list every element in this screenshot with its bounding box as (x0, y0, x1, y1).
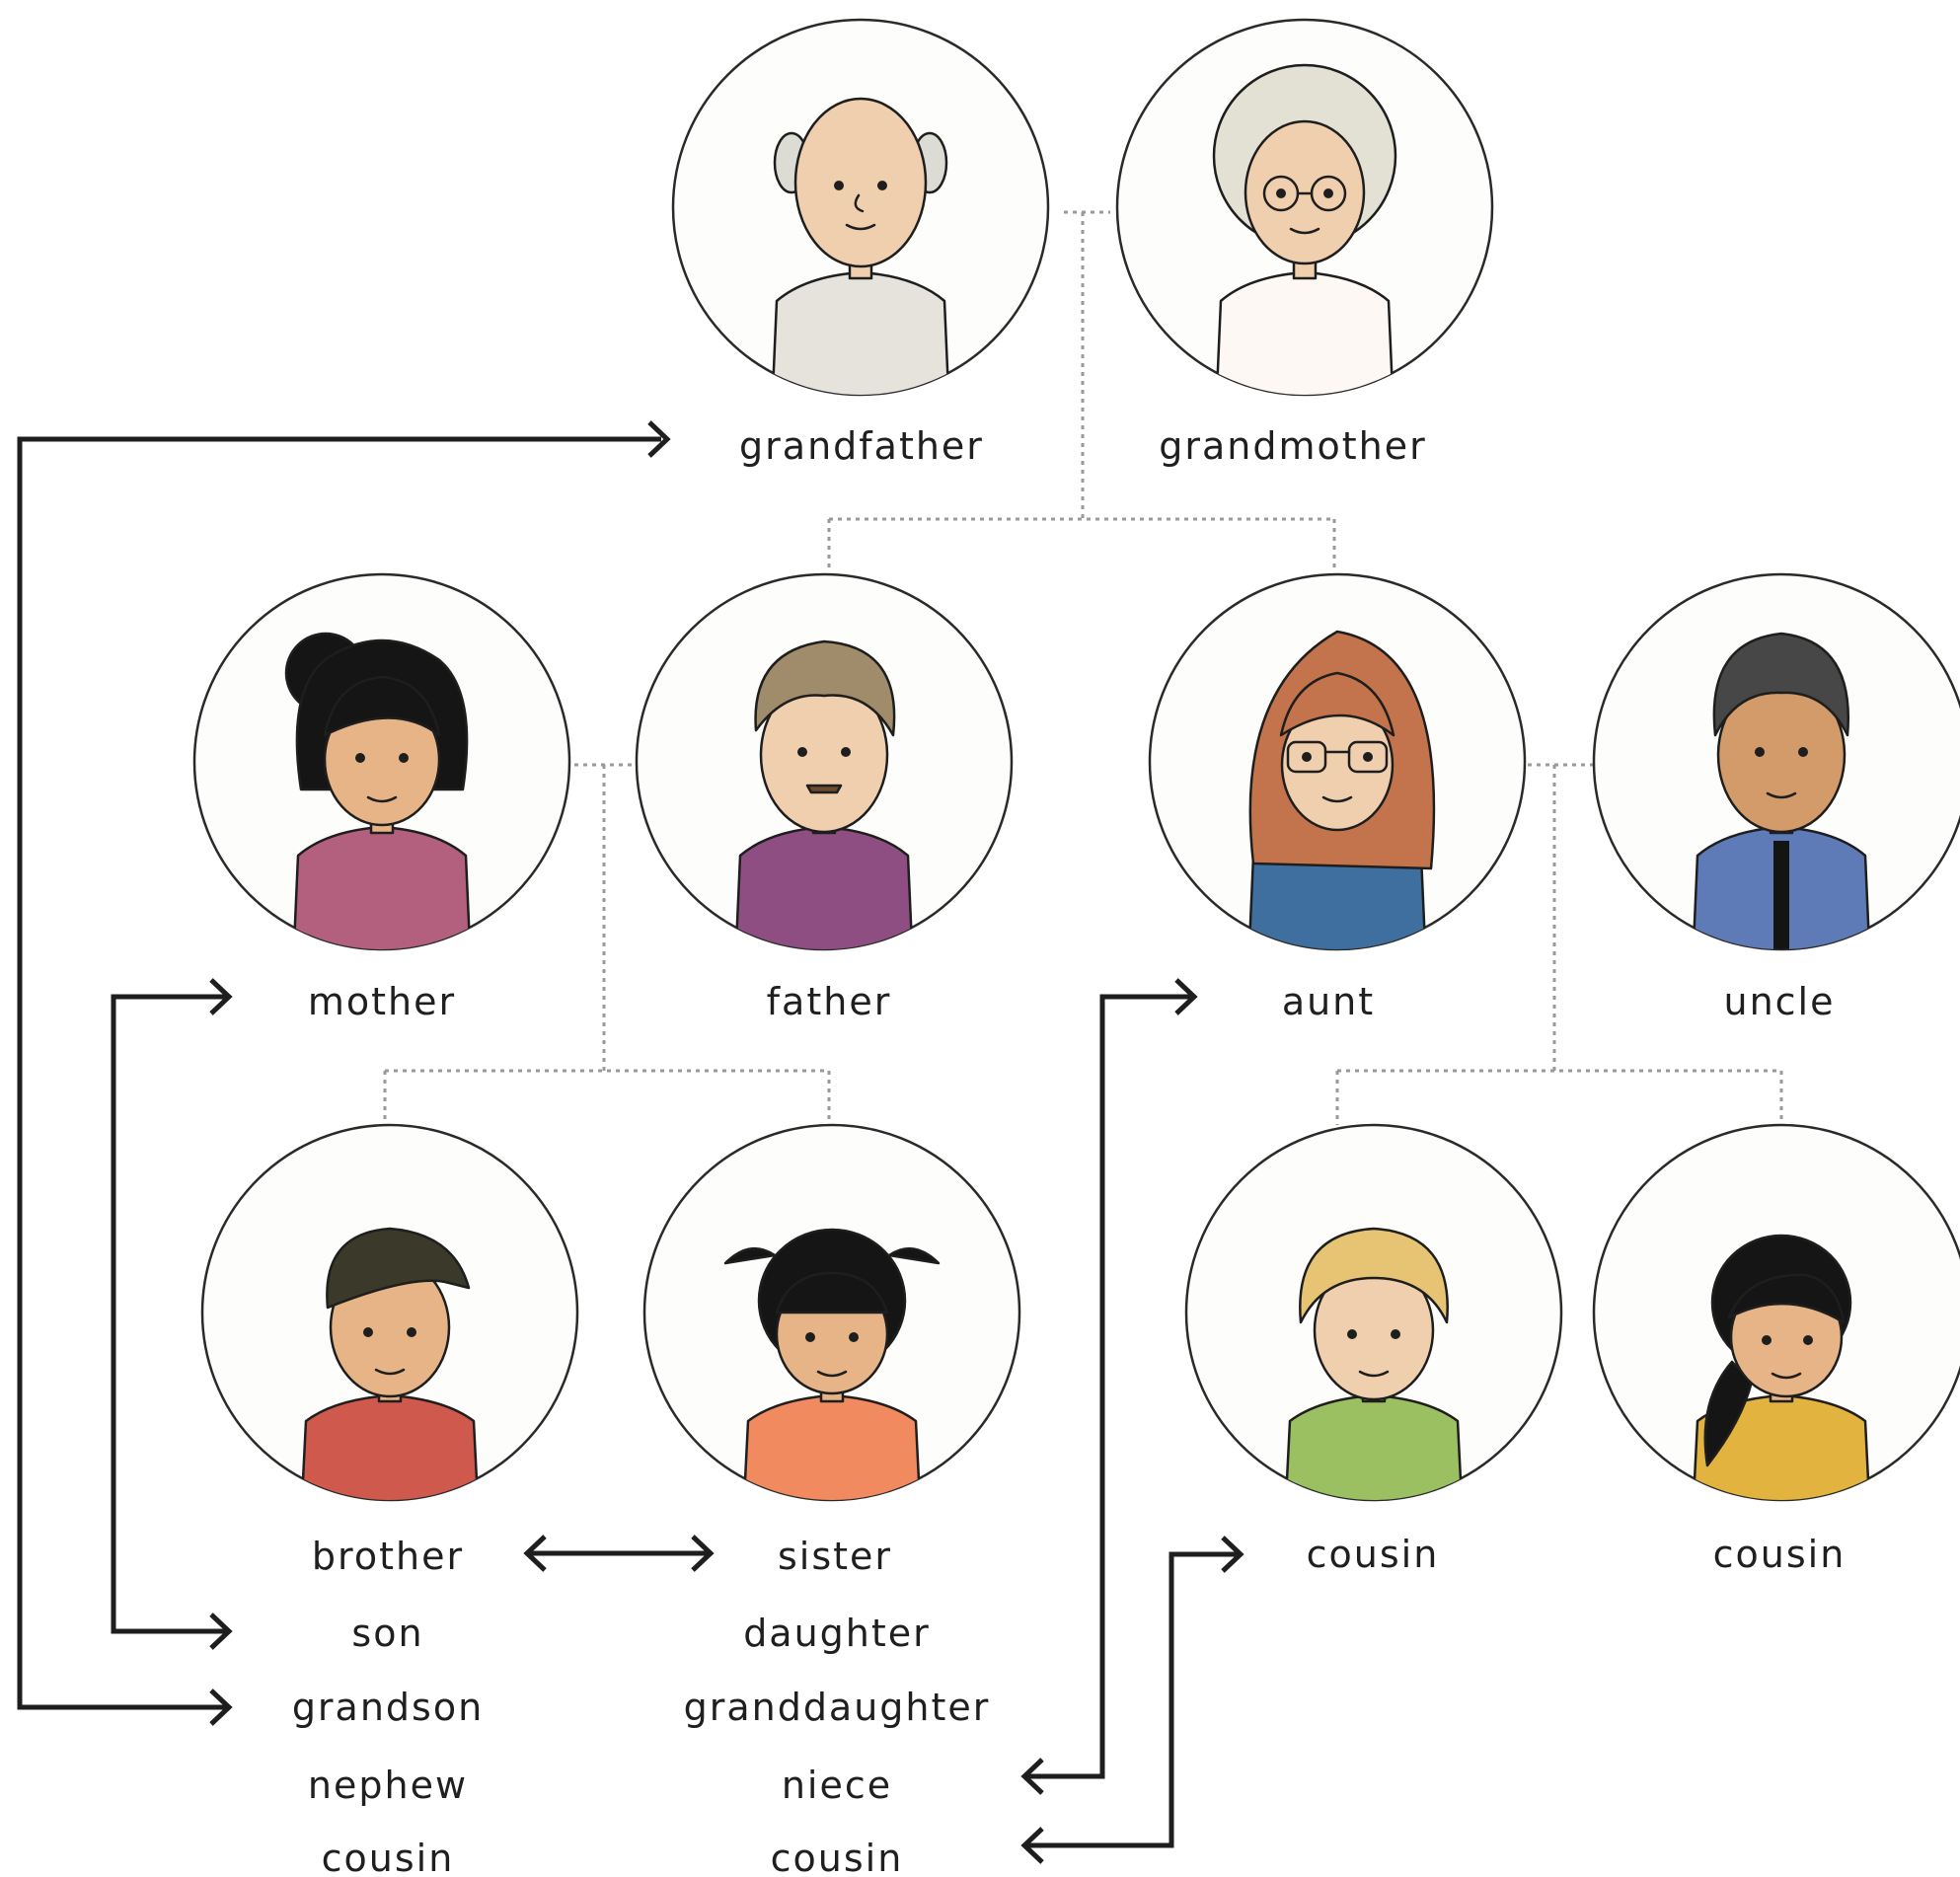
arrow-brother-sister (523, 1535, 715, 1572)
label-sister: sister (778, 1535, 892, 1578)
brother-role-grandson: grandson (292, 1686, 484, 1729)
label-brother: brother (312, 1535, 464, 1578)
portrait-grandfather (671, 18, 1050, 397)
sister-role-daughter: daughter (743, 1612, 931, 1655)
grandparents-connector (827, 210, 1336, 572)
sister-role-granddaughter: granddaughter (684, 1686, 991, 1729)
name-labels: grandfather grandmother mother father au… (308, 424, 1847, 1578)
sister-role-list: daughter granddaughter niece cousin (684, 1612, 991, 1877)
grandfather-avatar (770, 97, 951, 395)
label-grandfather: grandfather (739, 424, 984, 468)
cousin-girl-avatar (1691, 1234, 1872, 1500)
aunt-uncle-connector (1335, 763, 1783, 1125)
portrait-mother (192, 572, 571, 951)
label-cousin-girl: cousin (1713, 1533, 1847, 1576)
brother-role-list: son grandson nephew cousin (292, 1612, 484, 1877)
portrait-cousin-boy (1184, 1123, 1563, 1502)
parents-connector (383, 763, 831, 1125)
brother-avatar (299, 1227, 481, 1500)
sister-avatar (723, 1228, 941, 1500)
label-uncle: uncle (1724, 980, 1836, 1023)
label-grandmother: grandmother (1159, 424, 1427, 468)
brother-role-nephew: nephew (308, 1764, 468, 1807)
sister-role-niece: niece (782, 1764, 892, 1807)
portrait-aunt (1148, 572, 1527, 951)
label-mother: mother (308, 980, 456, 1023)
brother-role-son: son (351, 1612, 423, 1655)
portrait-brother (200, 1123, 579, 1502)
brother-role-cousin: cousin (322, 1837, 455, 1877)
mother-avatar (284, 632, 473, 949)
sister-role-cousin: cousin (771, 1837, 904, 1877)
label-aunt: aunt (1282, 980, 1375, 1023)
aunt-avatar (1246, 630, 1436, 949)
arrow-grandfather-grandson (17, 420, 671, 1726)
relationship-arrows (17, 420, 1244, 1864)
portrait-uncle (1592, 572, 1960, 951)
cousin-boy-avatar (1283, 1227, 1465, 1500)
grandmother-avatar (1212, 63, 1397, 395)
arrow-mother-son (111, 978, 233, 1650)
label-cousin-boy: cousin (1307, 1533, 1440, 1576)
uncle-avatar (1691, 632, 1872, 949)
portrait-grandmother (1115, 18, 1494, 397)
label-father: father (767, 980, 892, 1023)
portrait-sister (642, 1123, 1021, 1502)
portrait-cousin-girl (1592, 1123, 1960, 1502)
portrait-father (635, 572, 1014, 951)
father-avatar (733, 639, 915, 949)
relationship-connectors (383, 210, 1783, 1125)
arrow-cousin-cousin (1020, 1536, 1244, 1864)
arrow-aunt-niece (1020, 978, 1198, 1795)
